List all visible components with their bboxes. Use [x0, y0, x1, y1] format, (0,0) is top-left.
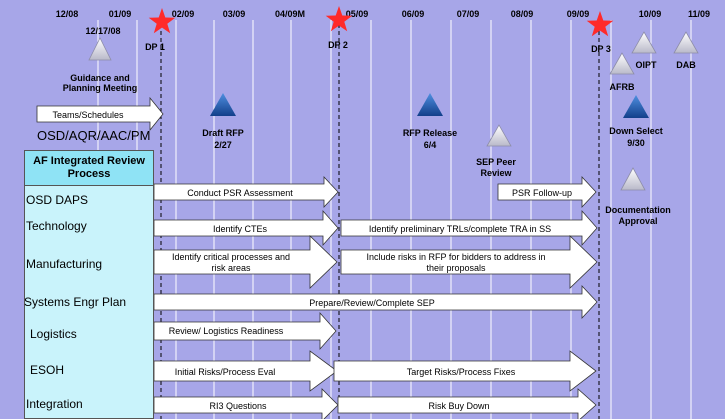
task-labels: Conduct PSR Assessment PSR Follow-up Ide…: [169, 188, 572, 411]
triangle-icon: [609, 52, 635, 75]
row-label-esoh: ESOH: [30, 363, 65, 377]
month-label: 07/09: [457, 9, 480, 19]
psr-followup-label: PSR Follow-up: [512, 188, 572, 198]
integration1-label: RI3 Questions: [209, 401, 267, 411]
decision-point-labels: DP 1 DP 2 DP 3: [145, 40, 611, 54]
down-select-date: 9/30: [627, 138, 645, 148]
month-label: 03/09: [223, 9, 246, 19]
task-arrow: [153, 235, 338, 289]
row-label-manufacturing: Manufacturing: [26, 257, 103, 271]
task-arrow: [153, 350, 338, 392]
decision-point-stars: [148, 6, 614, 37]
task-arrow: [153, 311, 337, 351]
row-label-integration: Integration: [26, 397, 83, 411]
month-labels: 12/08 01/09 02/09 03/09 04/09M 05/09 06/…: [56, 9, 710, 19]
month-gridlines: [97, 20, 692, 419]
month-label: 05/09: [346, 9, 369, 19]
month-label: 01/09: [109, 9, 132, 19]
row-label-logistics: Logistics: [30, 327, 77, 341]
dp-label: DP 2: [328, 40, 348, 50]
sep-label: Prepare/Review/Complete SEP: [309, 298, 435, 308]
teams-schedules-label: Teams/Schedules: [52, 110, 124, 120]
rfp-release-date: 6/4: [424, 140, 437, 150]
draft-rfp-label: Draft RFP: [202, 128, 244, 138]
logistics-label: Review/ Logistics Readiness: [169, 326, 284, 336]
teams-schedules-arrow: [36, 96, 164, 132]
integration2-label: Risk Buy Down: [428, 401, 489, 411]
osd-header: OSD/AQR/AAC/PM: [37, 128, 150, 143]
star-icon: [148, 8, 176, 34]
task-arrow: [497, 175, 597, 209]
month-label: 02/09: [172, 9, 195, 19]
triangle-icon: [486, 124, 512, 147]
dp-label: DP 1: [145, 42, 165, 52]
trls-label: Identify preliminary TRLs/complete TRA i…: [369, 224, 551, 234]
dp-label: DP 3: [591, 44, 611, 54]
psr-label: Conduct PSR Assessment: [187, 188, 293, 198]
afrb-label: AFRB: [610, 82, 635, 92]
month-label: 12/08: [56, 9, 79, 19]
triangle-icon: [88, 37, 112, 61]
row-labels-panel: [24, 186, 154, 419]
star-icon: [325, 6, 353, 32]
esoh2-label: Target Risks/Process Fixes: [407, 367, 516, 377]
task-arrow: [337, 388, 597, 419]
month-label: 10/09: [639, 9, 662, 19]
esoh1-label: Initial Risks/Process Eval: [175, 367, 276, 377]
ctes-label: Identify CTEs: [213, 224, 268, 234]
month-label: 09/09: [567, 9, 590, 19]
task-arrow: [153, 209, 339, 247]
oipt-label: OIPT: [635, 60, 657, 70]
month-label: 11/09: [688, 9, 710, 19]
triangle-icon: [210, 93, 236, 116]
month-label: 06/09: [402, 9, 425, 19]
task-arrow: [153, 175, 339, 209]
task-arrow: [153, 388, 339, 419]
task-arrow: [340, 235, 598, 289]
month-label: 04/09M: [275, 9, 305, 19]
milestone-date: 12/17/08: [85, 26, 120, 36]
triangle-icon: [673, 31, 699, 54]
triangle-icon: [620, 167, 646, 191]
row-label-systems-engr-plan: Systems Engr Plan: [24, 295, 127, 309]
triangle-icon: [631, 31, 657, 54]
month-label: 08/09: [511, 9, 534, 19]
task-arrow: [153, 284, 598, 320]
review-triangles: [88, 31, 699, 191]
dab-label: DAB: [676, 60, 696, 70]
mfg2-label: Include risks in RFP for bidders to addr…: [367, 252, 546, 273]
down-select-label: Down Select: [609, 126, 663, 136]
task-arrow: [340, 209, 598, 247]
star-icon: [586, 11, 614, 37]
draft-rfp-date: 2/27: [214, 140, 232, 150]
process-header-box: AF Integrated Review Process: [24, 150, 154, 186]
row-label-technology: Technology: [26, 219, 87, 233]
rfp-release-label: RFP Release: [403, 128, 457, 138]
triangle-icon: [623, 95, 649, 118]
row-label-osd-daps: OSD DAPS: [26, 193, 89, 207]
task-arrows: [153, 175, 598, 419]
task-arrow: [333, 350, 597, 392]
milestone-triangles: [210, 93, 649, 118]
triangle-icon: [417, 93, 443, 116]
process-title: AF Integrated Review Process: [33, 155, 145, 180]
